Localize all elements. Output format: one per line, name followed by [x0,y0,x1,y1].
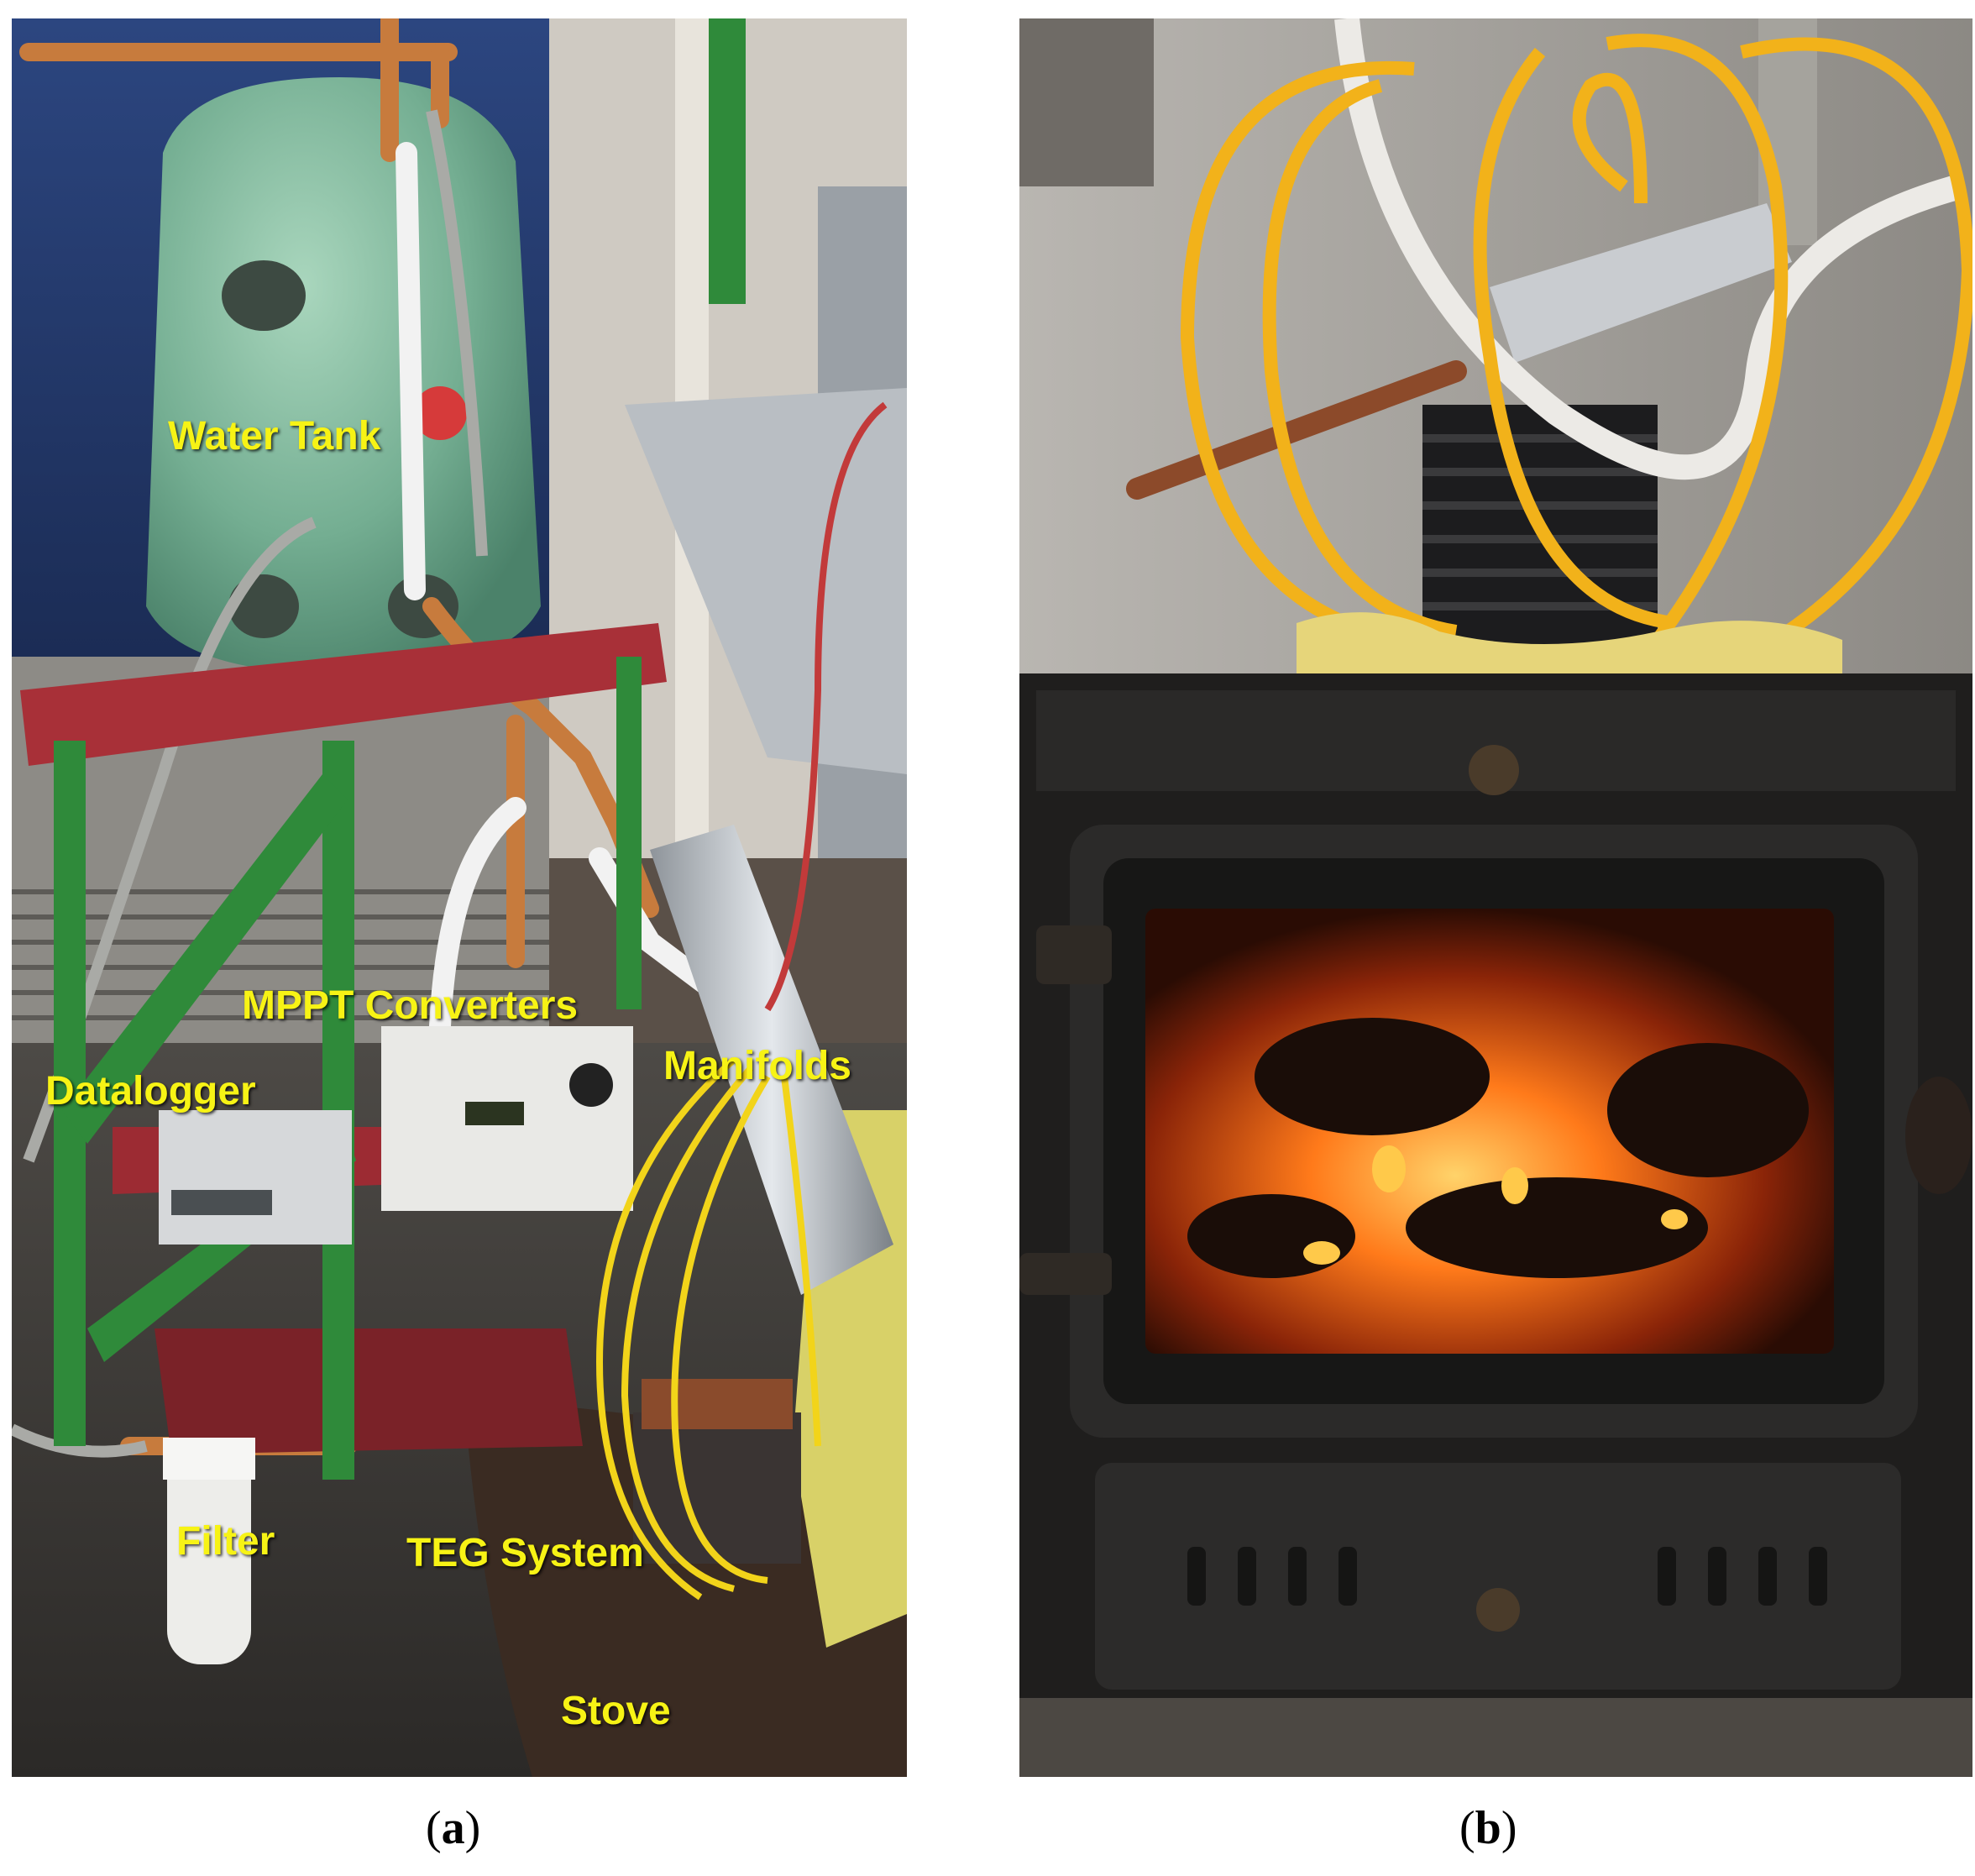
test-rig-photo [12,18,907,1777]
stove-photo [1019,18,1972,1777]
photo-panel-b [1019,18,1972,1777]
label-teg-system: TEG System [406,1531,644,1575]
label-datalogger: Datalogger [45,1069,256,1114]
caption-b: (b) [1459,1802,1517,1854]
caption-b-letter: b [1475,1802,1501,1854]
photo-panel-a: Water Tank MPPT Converters Manifolds Dat… [12,18,907,1777]
caption-a-letter: a [441,1802,465,1854]
caption-a: (a) [426,1802,481,1854]
label-stove: Stove [561,1689,671,1733]
label-mppt-converters: MPPT Converters [242,983,579,1028]
label-manifolds: Manifolds [663,1044,851,1088]
label-water-tank: Water Tank [168,414,381,459]
label-filter: Filter [176,1519,275,1564]
